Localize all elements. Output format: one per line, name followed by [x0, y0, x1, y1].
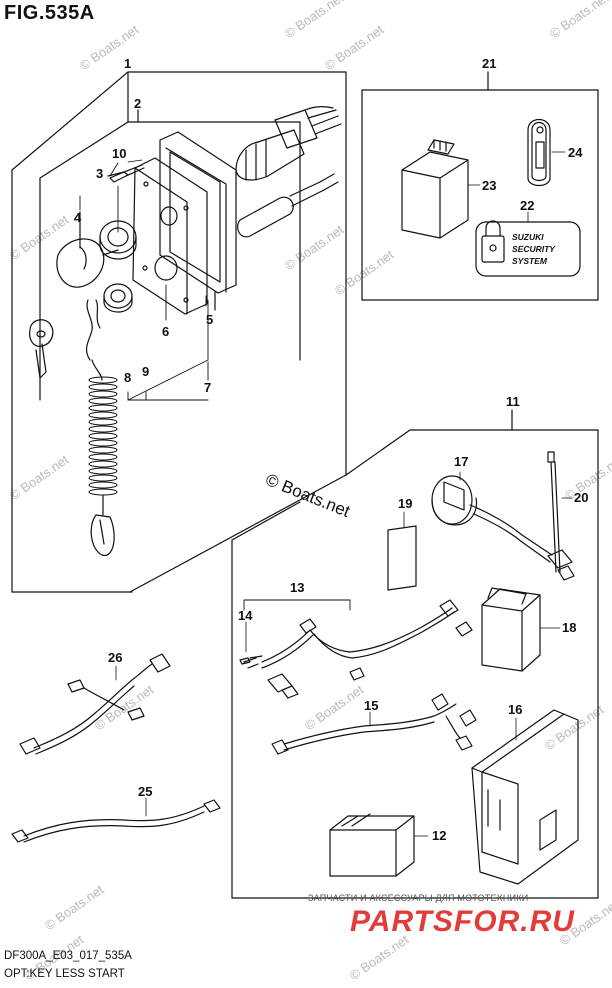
callout-8: 8: [124, 370, 131, 385]
promo-logo: PARTSFOR.RU: [350, 905, 575, 938]
grommet-part-9: [103, 283, 133, 313]
callout-18: 18: [562, 620, 576, 635]
relay-part-18: [481, 587, 561, 672]
harness-part-13: [243, 599, 473, 699]
callout-2: 2: [134, 96, 141, 111]
switch-assembly: [235, 106, 342, 238]
knob-part-4: [56, 211, 119, 288]
figure-title: FIG.535A: [4, 2, 95, 24]
callout-10: 10: [112, 146, 126, 161]
label-22-line3: SYSTEM: [512, 256, 548, 266]
key-part: [29, 319, 54, 379]
callout-20: 20: [574, 490, 588, 505]
group-11-frame: [231, 409, 599, 899]
callout-22: 22: [520, 198, 534, 213]
callout-1: 1: [124, 56, 131, 71]
harness-part-26: [19, 653, 171, 755]
callout-14: 14: [238, 608, 253, 623]
callout-19: 19: [398, 496, 412, 511]
figure-subtitle: OPT:KEY LESS START: [4, 968, 125, 980]
box-part-12: [329, 813, 429, 877]
callout-16: 16: [508, 702, 522, 717]
callout-9: 9: [142, 364, 149, 379]
callout-6: 6: [162, 324, 169, 339]
group-1-frame: [11, 71, 347, 593]
callout-4: 4: [74, 210, 82, 225]
cable-tie-part-20: [547, 451, 573, 573]
promo-tagline: ЗАПЧАСТИ И АКСЕССУАРЫ ДЛЯ МОТОТЕХНИКИ: [308, 893, 529, 903]
callout-3: 3: [96, 166, 103, 181]
callout-13: 13: [290, 580, 304, 595]
callout-17: 17: [454, 454, 468, 469]
leader-lines-group1: [79, 162, 209, 401]
plate-part-6: [132, 157, 208, 315]
callout-11: 11: [506, 394, 520, 409]
gasket-part-5: [159, 131, 237, 311]
key-fob-part-24: [527, 118, 566, 187]
group-21-frame: [361, 71, 599, 301]
lanyard-part-8: [85, 299, 118, 556]
label-22-line2: SECURITY: [512, 244, 556, 254]
callout-21: 21: [482, 56, 496, 71]
module-part-23: [401, 139, 481, 239]
security-label-part-22: [475, 211, 581, 277]
callout-25: 25: [138, 784, 152, 799]
cover-part-16: [471, 709, 579, 885]
screw-part-14: [239, 621, 263, 665]
callout-24: 24: [568, 145, 583, 160]
sensor-part-17: [431, 471, 575, 581]
model-code: DF300A_E03_017_535A: [4, 950, 132, 962]
callout-23: 23: [482, 178, 496, 193]
callout-26: 26: [108, 650, 122, 665]
callout-12: 12: [432, 828, 446, 843]
callout-7: 7: [204, 380, 211, 395]
callout-5: 5: [206, 312, 213, 327]
callout-15: 15: [364, 698, 378, 713]
harness-part-25: [11, 797, 221, 843]
label-22-line1: SUZUKI: [512, 232, 544, 242]
card-part-19: [387, 511, 417, 591]
harness-part-15: [271, 693, 477, 755]
